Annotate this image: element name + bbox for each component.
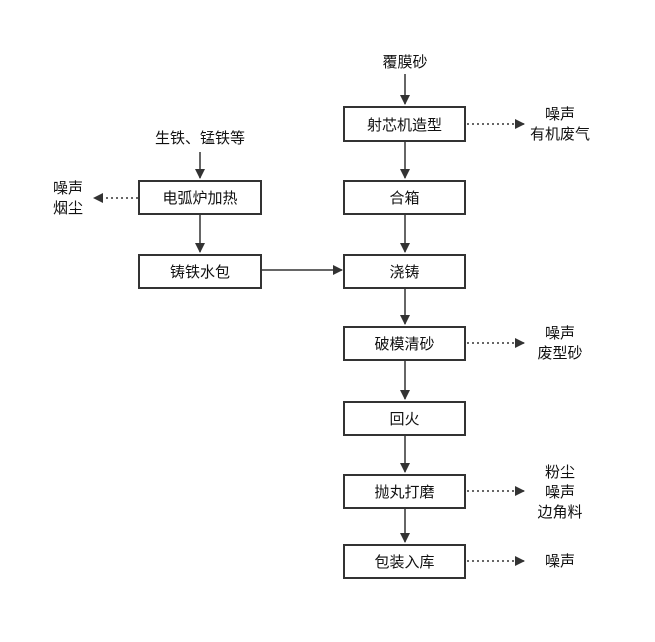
emission-item: 噪声 <box>544 552 576 570</box>
emission-arc-furnace: 噪声 烟尘 <box>53 178 83 218</box>
emission-item: 噪声 <box>544 324 576 342</box>
emission-item: 废型砂 <box>537 344 583 362</box>
emission-item: 粉尘 <box>544 463 576 481</box>
input-raw-iron: 生铁、锰铁等 <box>154 129 246 147</box>
emission-item: 有机废气 <box>529 125 591 143</box>
emission-core-molding: 噪声 有机废气 <box>530 104 590 144</box>
step-arc-furnace: 电弧炉加热 <box>138 180 262 215</box>
emission-shot-blasting: 粉尘 噪声 边角料 <box>537 462 582 522</box>
emission-item: 烟尘 <box>52 199 84 217</box>
step-pouring: 浇铸 <box>343 254 466 289</box>
step-ladle: 铸铁水包 <box>138 254 262 289</box>
emission-packing: 噪声 <box>545 551 575 571</box>
emission-item: 噪声 <box>544 483 576 501</box>
emission-item: 噪声 <box>52 179 84 197</box>
step-shot-blasting: 抛丸打磨 <box>343 474 466 509</box>
emission-item: 边角料 <box>537 503 583 521</box>
step-shakeout: 破模清砂 <box>343 326 466 361</box>
input-coated-sand: 覆膜砂 <box>382 53 428 71</box>
step-packing: 包装入库 <box>343 544 466 579</box>
step-core-molding: 射芯机造型 <box>343 106 466 142</box>
emission-item: 噪声 <box>544 105 576 123</box>
emission-shakeout: 噪声 废型砂 <box>537 323 582 363</box>
step-tempering: 回火 <box>343 401 466 436</box>
step-mold-closing: 合箱 <box>343 180 466 215</box>
